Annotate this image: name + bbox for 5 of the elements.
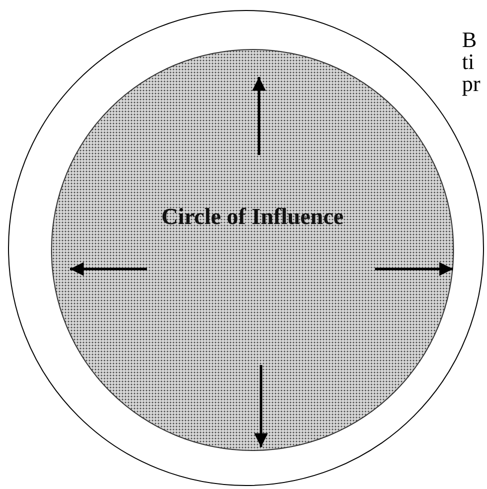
text-fragment: pr [462, 73, 480, 95]
outer-circle [8, 10, 484, 486]
circle-title: Circle of Influence [161, 204, 344, 230]
text-fragment: B [462, 29, 477, 51]
text-fragment: ti [462, 51, 474, 73]
